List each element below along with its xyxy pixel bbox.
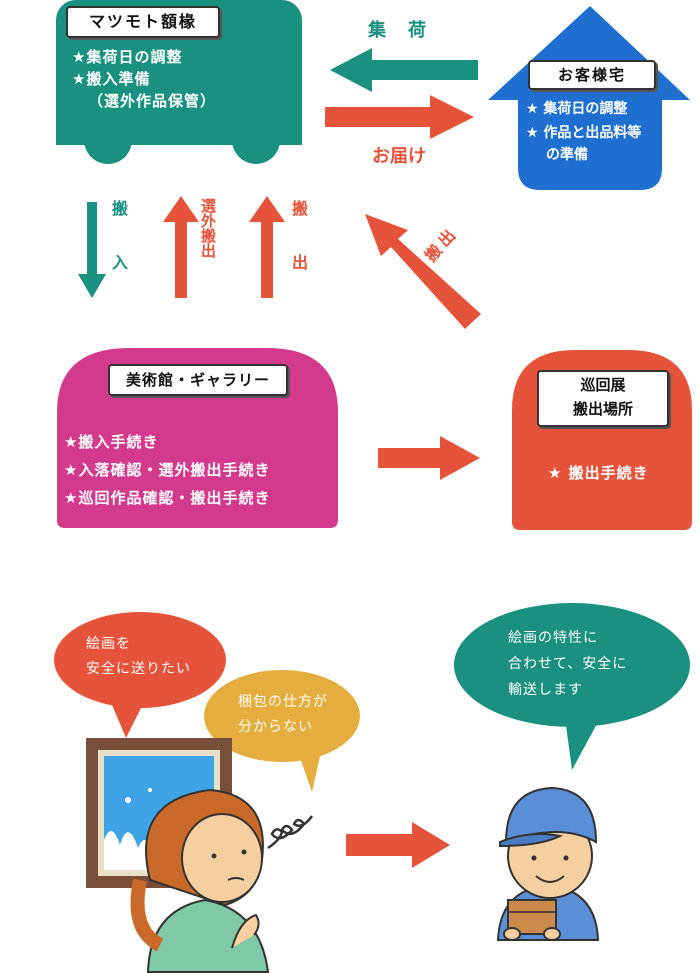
- rejected-out-arrow: [163, 196, 199, 298]
- museum-to-tour-arrow: [378, 436, 480, 480]
- delivery-arrow: [325, 95, 474, 139]
- truck-label: マツモト額椽: [66, 6, 220, 38]
- truck-item-1: ★集荷日の調整: [72, 48, 183, 66]
- house-item-2: ★ 作品と出品料等: [526, 125, 642, 141]
- museum-item-1: ★搬入手続き: [64, 433, 159, 451]
- carry-in-label: 搬 入: [109, 200, 128, 272]
- bubble-answer-shape: [454, 603, 690, 770]
- house-shape: [488, 6, 690, 190]
- bubble-answer-line-1: 絵画の特性に: [508, 630, 598, 646]
- bubble-answer-line-3: 輸送します: [508, 682, 583, 698]
- bubble-answer-line-2: 合わせて、安全に: [508, 656, 628, 672]
- tour-label-line-1: 巡回展: [580, 376, 626, 394]
- house-label: お客様宅: [528, 60, 656, 90]
- bubble-packing-shape: [204, 670, 360, 792]
- tour-item: ★ 搬出手続き: [548, 464, 649, 482]
- rejected-out-label: 選外搬出: [199, 198, 217, 258]
- worried-woman-illustration: [130, 788, 270, 973]
- courier-illustration: [496, 786, 600, 941]
- museum-item-2: ★入落確認・選外搬出手続き: [64, 461, 271, 479]
- carry-out-arrow: [249, 196, 285, 298]
- museum-label: 美術館・ギャラリー: [108, 364, 288, 396]
- bubble-packing-line-1: 梱包の仕方が: [238, 694, 328, 710]
- bubble-packing-line-2: 分からない: [238, 719, 313, 735]
- house-item-1: ★ 集荷日の調整: [526, 101, 628, 117]
- carry-out-diagonal-arrow: [365, 214, 481, 329]
- tour-label-line-2: 搬出場所: [572, 400, 633, 418]
- carry-out-label: 搬 出: [289, 200, 308, 272]
- delivery-label: お届け: [372, 146, 426, 167]
- tour-label: 巡回展 搬出場所: [537, 370, 669, 427]
- woman-to-courier-arrow: [346, 822, 450, 868]
- carry-in-arrow: [78, 202, 106, 298]
- bubble-safe-line-1: 絵画を: [86, 636, 131, 652]
- bubble-safe-line-2: 安全に送りたい: [86, 661, 191, 677]
- pickup-label: 集 荷: [368, 20, 428, 41]
- house-item-3: の準備: [546, 147, 588, 163]
- bubble-safe-shape: [54, 612, 226, 738]
- pickup-arrow: [330, 48, 478, 92]
- confusion-squiggle-icon: [267, 815, 314, 850]
- museum-item-3: ★巡回作品確認・搬出手続き: [64, 489, 271, 507]
- truck-item-3: （選外作品保管）: [88, 92, 217, 110]
- truck-item-2: ★搬入準備: [72, 70, 151, 88]
